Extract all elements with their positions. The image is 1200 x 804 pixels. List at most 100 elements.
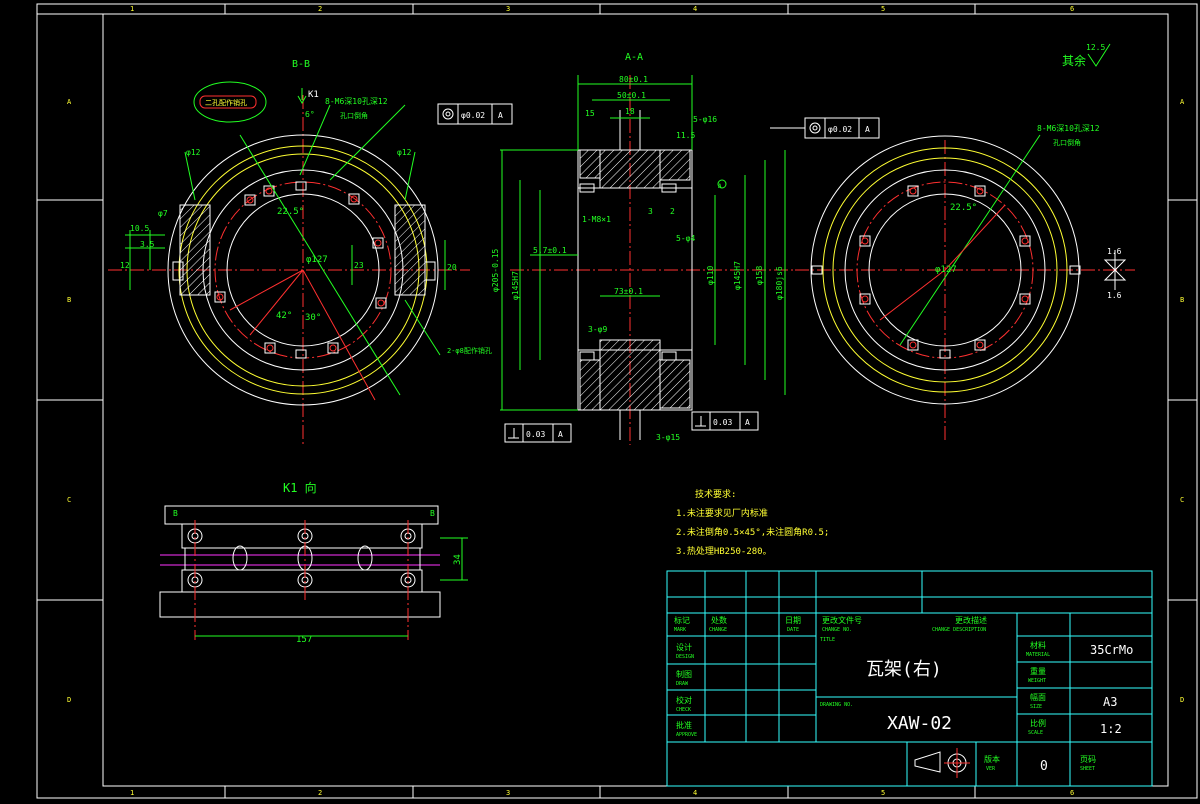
row-label-b-right: B — [1180, 296, 1184, 304]
view-k1-title: K1 向 — [283, 480, 317, 495]
aa-dim-73: 73±0.1 — [614, 287, 643, 296]
row-label-a: A — [67, 98, 72, 106]
row-label-c-right: C — [1180, 496, 1184, 504]
aa-holes-5phi16: 5-φ16 — [693, 115, 717, 124]
col-label-3: 3 — [506, 5, 510, 13]
bb-dim-10-5: 10.5 — [130, 224, 149, 233]
row-label-b: B — [67, 296, 71, 304]
tol-frame-bottom-left: 0.03 A — [504, 423, 572, 443]
tol-bottom-left-datum: A — [558, 430, 563, 439]
aa-dia-205: φ205-0.15 — [491, 248, 500, 292]
k1-height-34: 34 — [453, 554, 463, 565]
aa-dia-180: φ180js6 — [775, 266, 784, 300]
bb-phi12-left: φ12 — [186, 148, 201, 157]
aa-dim-11-5: 11.5 — [676, 131, 695, 140]
view-bb: B-B K1 二孔配作销孔 — [108, 59, 492, 445]
aa-dia-110: φ110 — [706, 266, 715, 285]
tb-part-name: 瓦架(右) — [866, 659, 942, 680]
tb-hdr-doc: 更改文件号 — [822, 615, 862, 625]
bb-dim-23: 23 — [354, 261, 364, 270]
view-aa-title: A-A — [625, 52, 643, 63]
tb-weight-label: 重量 — [1030, 666, 1046, 676]
row-label-a-right: A — [1180, 98, 1185, 106]
row-label-d: D — [67, 696, 71, 704]
bb-holes-note: 8-M6深10孔深12 — [325, 97, 388, 106]
aa-dim-18: 18 — [625, 107, 635, 116]
aa-dim-80: 80±0.1 — [619, 75, 648, 84]
k1-screws — [187, 528, 416, 588]
col-label-2: 2 — [318, 5, 322, 13]
bb-angle-42: 42° — [276, 311, 292, 321]
bb-angle-30: 30° — [305, 313, 321, 323]
tb-title-label: TITLE — [820, 637, 835, 643]
tb-drawing-no-label: DRAWING NO. — [820, 702, 853, 708]
bb-angle-22-5: 22.5° — [277, 207, 304, 217]
tech-req-item-2: 2.未注倒角0.5×45°,未注圆角R0.5; — [676, 526, 829, 538]
tb-approve: 批准 — [676, 720, 692, 730]
col-label-4: 4 — [693, 5, 697, 13]
tb-hdr-mark-en: MARK — [674, 627, 686, 633]
tb-scale: 1:2 — [1100, 722, 1122, 736]
tb-material-en: MATERIAL — [1026, 652, 1050, 658]
aa-dia-145h7: φ145H7 — [511, 271, 520, 300]
aa-dia-158: φ158 — [755, 266, 764, 285]
view-bb-k1-label: K1 — [308, 90, 319, 100]
tol-bottom-left-value: 0.03 — [526, 430, 545, 439]
tb-size-label: 幅面 — [1030, 692, 1046, 702]
aa-dia-145h7-right: φ145H7 — [733, 261, 742, 290]
tb-size: A3 — [1103, 695, 1117, 709]
aa-holes-3phi15: 3-φ15 — [656, 433, 680, 442]
col-label-6-bottom: 6 — [1070, 789, 1074, 797]
bb-angle-6: 6° — [305, 110, 315, 119]
tb-version-label: 版本 — [984, 754, 1000, 764]
bb-dowels-note: 2-φ8配作销孔 — [447, 346, 492, 355]
tb-design: 设计 — [676, 642, 692, 652]
row-label-d-right: D — [1180, 696, 1184, 704]
view-bb-title: B-B — [292, 59, 310, 70]
aa-dim-15: 15 — [585, 109, 595, 118]
tb-draw: 制图 — [676, 669, 692, 679]
tb-material-label: 材料 — [1030, 640, 1046, 650]
col-label-1: 1 — [130, 5, 134, 13]
tb-hdr-count-en: CHANGE — [709, 627, 727, 633]
tol-frame-top: φ0.02 A — [437, 103, 513, 125]
k1-width-157: 157 — [296, 635, 312, 645]
tol-bottom-right-value: 0.03 — [713, 418, 732, 427]
tb-check-en: CHECK — [676, 707, 691, 713]
tb-design-en: DESIGN — [676, 654, 694, 660]
tb-hdr-desc: 更改描述 — [955, 615, 987, 625]
right-dia-127: φ127 — [935, 265, 957, 275]
technical-requirements: 技术要求: 1.未注要求见厂内标准 2.未注倒角0.5×45°,未注圆角R0.5… — [676, 488, 829, 557]
tb-hdr-date-en: DATE — [787, 627, 799, 633]
tol-frame-right: φ0.02 A — [770, 117, 880, 139]
note-bubble-text: 二孔配作销孔 — [205, 98, 247, 107]
tb-hdr-count: 处数 — [711, 615, 727, 625]
bb-dim-12: 12 — [120, 261, 130, 270]
col-label-6: 6 — [1070, 5, 1074, 13]
aa-holes-5phi4: 5-φ4 — [676, 234, 695, 243]
surface-finish-symbol: 其余 12.5 — [1062, 43, 1111, 68]
bb-phi12-right: φ12 — [397, 148, 412, 157]
right-roughness-top: 1.6 — [1107, 247, 1122, 256]
bb-dia-127: φ127 — [306, 255, 328, 265]
tol-top-value: φ0.02 — [461, 111, 485, 120]
bb-holes-subnote: 孔口倒角 — [340, 111, 368, 120]
tb-size-en: SIZE — [1030, 704, 1042, 710]
aa-dim-2: 2 — [670, 207, 675, 216]
title-block: 标记 MARK 处数 CHANGE 日期 DATE 更改文件号 CHANGE N… — [666, 570, 1153, 787]
k1-b-left: B — [173, 509, 178, 518]
tb-drawing-no: XAW-02 — [887, 713, 952, 734]
col-label-5: 5 — [881, 5, 885, 13]
tb-version: 0 — [1040, 759, 1048, 774]
tol-right-value: φ0.02 — [828, 125, 852, 134]
bb-dim-3-5: 3.5 — [140, 240, 155, 249]
view-aa: A-A — [437, 52, 880, 445]
tb-hdr-mark: 标记 — [674, 615, 690, 625]
right-bolt-holes — [811, 185, 1081, 359]
right-holes-subnote: 孔口倒角 — [1053, 138, 1081, 147]
tb-material: 35CrMo — [1090, 643, 1133, 657]
tech-req-item-3: 3.热处理HB250-280。 — [676, 545, 772, 557]
tb-approve-en: APPROVE — [676, 732, 697, 738]
tech-req-title: 技术要求: — [695, 488, 736, 500]
